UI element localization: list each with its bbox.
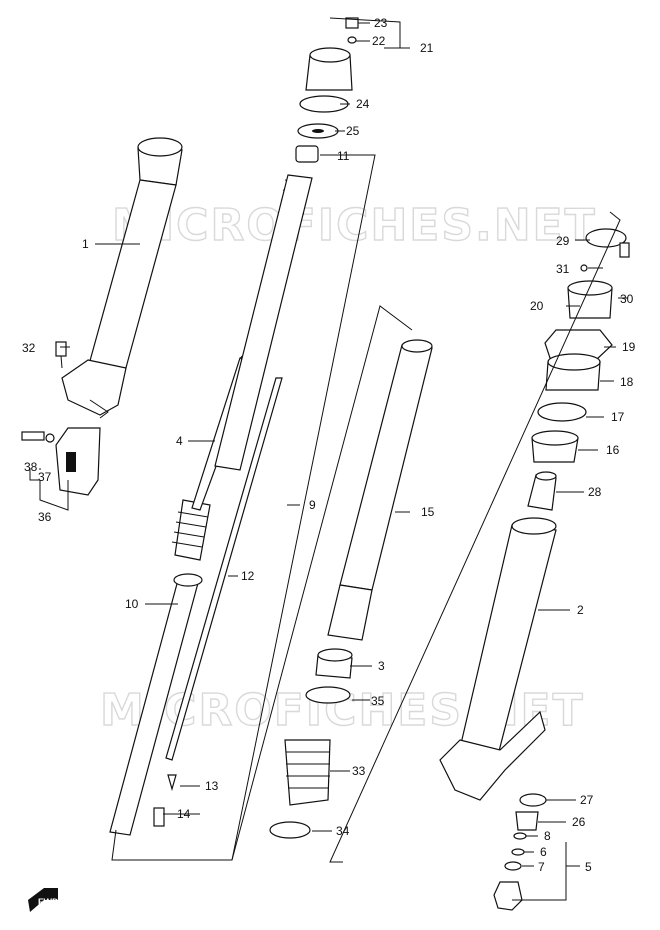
- callout-35: 35: [371, 694, 385, 708]
- callout-23: 23: [374, 16, 388, 30]
- callout-labels: 1 2 3 4 5 6 7 8 9 10 11 12 13 14 15 16 1…: [22, 16, 636, 874]
- callout-34: 34: [336, 824, 350, 838]
- callout-38: 38: [24, 460, 38, 474]
- callout-33: 33: [352, 764, 366, 778]
- callout-14: 14: [177, 807, 191, 821]
- callout-26: 26: [572, 815, 586, 829]
- leader-lines: [29, 17, 628, 901]
- callout-27: 27: [580, 793, 594, 807]
- callout-18: 18: [620, 375, 634, 389]
- top-cap-assembly: [295, 17, 359, 163]
- callout-21: 21: [420, 41, 434, 55]
- callout-22: 22: [372, 34, 386, 48]
- callout-11: 11: [337, 149, 350, 163]
- forward-arrow-icon: FWD: [28, 888, 59, 912]
- callout-2: 2: [577, 603, 584, 617]
- bolt-32: [55, 341, 67, 369]
- lower-parts-3-33-34-35: [269, 648, 353, 839]
- callout-8: 8: [544, 829, 551, 843]
- axle-holder: [21, 427, 101, 496]
- callout-4: 4: [176, 434, 183, 448]
- callout-29: 29: [556, 234, 570, 248]
- callout-30: 30: [620, 292, 634, 306]
- callout-7: 7: [538, 860, 545, 874]
- callout-24: 24: [356, 97, 370, 111]
- small-parts-13-14: [153, 774, 177, 827]
- callout-28: 28: [588, 485, 602, 499]
- callout-3: 3: [378, 659, 385, 673]
- outer-tube-right: [439, 517, 557, 801]
- damper-rod: [165, 377, 283, 761]
- callout-25: 25: [346, 124, 360, 138]
- right-top-parts: [527, 228, 630, 511]
- callout-31: 31: [556, 262, 570, 276]
- callout-32: 32: [22, 341, 36, 355]
- callout-19: 19: [622, 340, 636, 354]
- fork-spring: [214, 174, 313, 471]
- callout-36: 36: [38, 510, 52, 524]
- callout-10: 10: [125, 597, 139, 611]
- callout-12: 12: [241, 569, 255, 583]
- callout-16: 16: [606, 443, 620, 457]
- outer-tube-left: [61, 137, 183, 419]
- callout-20: 20: [530, 299, 544, 313]
- callout-37: 37: [38, 470, 52, 484]
- bottom-small-parts: [493, 793, 547, 911]
- callout-6: 6: [540, 845, 547, 859]
- callout-1: 1: [82, 237, 89, 251]
- callout-13: 13: [205, 779, 219, 793]
- fwd-label: FWD: [38, 897, 59, 907]
- callout-15: 15: [421, 505, 435, 519]
- callout-9: 9: [309, 498, 316, 512]
- callout-17: 17: [611, 410, 625, 424]
- cartridge-tube: [327, 339, 433, 641]
- watermark-top: MICROFICHES.NET: [112, 200, 597, 251]
- callout-5: 5: [585, 860, 592, 874]
